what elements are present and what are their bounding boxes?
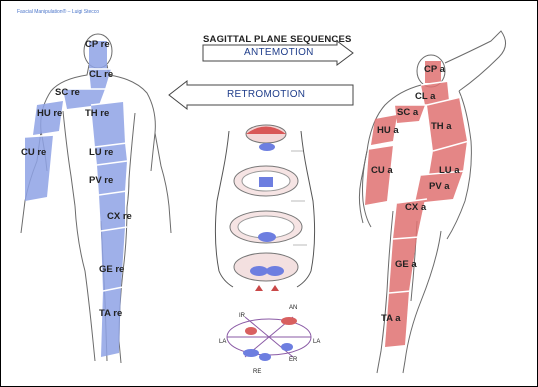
label-th-re: TH re bbox=[85, 108, 109, 119]
label-ge-re: GE re bbox=[99, 264, 124, 275]
label-hu-re: HU re bbox=[37, 108, 62, 119]
label-cl-re: CL re bbox=[89, 69, 113, 80]
label-th-a: TH a bbox=[431, 121, 452, 132]
label-lu-re: LU re bbox=[89, 147, 113, 158]
label-cu-a: CU a bbox=[371, 165, 393, 176]
label-cx-re: CX re bbox=[107, 211, 132, 222]
label-sc-re: SC re bbox=[55, 87, 80, 98]
label-cp-a: CP a bbox=[424, 64, 445, 75]
label-cx-a: CX a bbox=[405, 202, 426, 213]
diagram-label-an: AN bbox=[289, 305, 297, 311]
label-sc-a: SC a bbox=[397, 107, 418, 118]
label-lu-a: LU a bbox=[439, 165, 460, 176]
label-ta-re: TA re bbox=[99, 308, 122, 319]
diagram-label-re: RE bbox=[253, 369, 261, 375]
diagram-label-la-left: LA bbox=[219, 339, 226, 345]
label-hu-a: HU a bbox=[377, 125, 399, 136]
label-pv-a: PV a bbox=[429, 181, 450, 192]
label-ge-a: GE a bbox=[395, 259, 417, 270]
label-cl-a: CL a bbox=[415, 91, 435, 102]
label-cu-re: CU re bbox=[21, 147, 46, 158]
diagram-label-la-right: LA bbox=[313, 339, 320, 345]
diagram-label-er: ER bbox=[289, 357, 297, 363]
label-pv-re: PV re bbox=[89, 175, 113, 186]
label-cp-re: CP re bbox=[85, 39, 110, 50]
diagram-label-ir: IR bbox=[239, 313, 245, 319]
label-ta-a: TA a bbox=[381, 313, 401, 324]
